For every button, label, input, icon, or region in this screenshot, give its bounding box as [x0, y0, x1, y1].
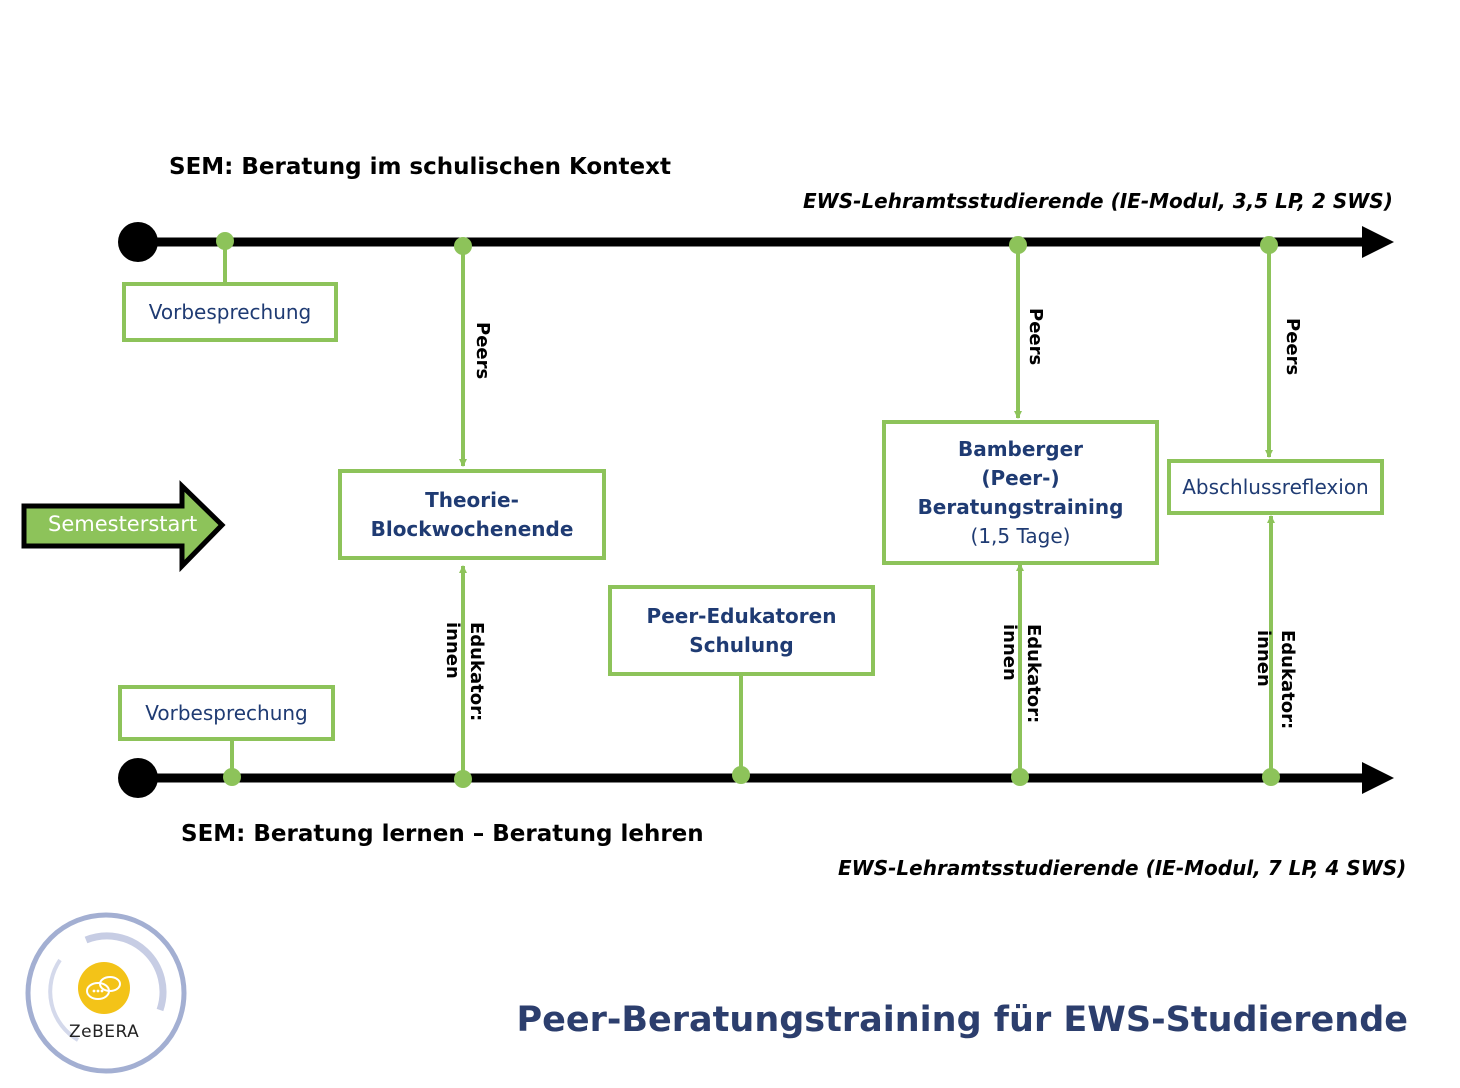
milestone-dot — [454, 770, 472, 788]
semesterstart-arrow — [21, 480, 226, 573]
box-vorbesprechung-top: Vorbesprechung — [122, 282, 338, 342]
milestone-dot — [1009, 236, 1027, 254]
label-line: innen — [999, 624, 1020, 681]
top-track-title: SEM: Beratung im schulischen Kontext — [169, 154, 671, 180]
box-label: Beratungstraining — [917, 494, 1124, 519]
milestone-dot — [216, 232, 234, 250]
box-label: Schulung — [689, 632, 794, 657]
box-theorie-blockwochenende: Theorie- Blockwochenende — [338, 469, 606, 560]
milestone-dot — [223, 768, 241, 786]
box-bamberger-beratungstraining: Bamberger (Peer-) Beratungstraining (1,5… — [882, 420, 1159, 565]
box-label: Abschlussreflexion — [1182, 474, 1369, 499]
label-line: Edukator: — [1277, 630, 1298, 730]
zebera-logo-text: ZeBERA — [69, 1022, 140, 1042]
label-line: innen — [442, 622, 463, 679]
label-line: Edukator: — [466, 622, 487, 722]
box-label: Blockwochenende — [370, 516, 574, 541]
footer-title: Peer-Beratungstraining für EWS-Studieren… — [516, 1000, 1408, 1040]
label-peers: Peers — [1282, 318, 1303, 376]
label-peers: Peers — [1025, 308, 1046, 366]
box-label: Vorbesprechung — [148, 299, 312, 324]
zebera-logo-rings — [25, 912, 187, 1074]
milestone-dot — [1262, 768, 1280, 786]
top-track-subtitle: EWS-Lehramtsstudierende (IE-Modul, 3,5 L… — [803, 189, 1393, 213]
box-label: (1,5 Tage) — [970, 523, 1071, 548]
milestone-dot — [454, 237, 472, 255]
box-label: Vorbesprechung — [145, 700, 308, 725]
box-label: Peer-Edukatoren — [646, 603, 837, 628]
chat-bubbles-icon — [86, 976, 121, 1000]
box-label: Theorie- — [425, 487, 519, 512]
label-edukatorinnen: Edukator: innen — [1251, 630, 1299, 729]
milestone-dot — [1011, 768, 1029, 786]
milestone-dot — [732, 766, 750, 784]
semesterstart-label: Semesterstart — [48, 512, 198, 536]
bottom-timeline — [118, 758, 1394, 798]
box-label: (Peer-) — [981, 465, 1060, 490]
label-peers: Peers — [472, 322, 493, 380]
box-abschlussreflexion: Abschlussreflexion — [1167, 459, 1384, 515]
box-vorbesprechung-bottom: Vorbesprechung — [118, 685, 335, 741]
top-timeline — [118, 222, 1394, 262]
milestone-dot — [1260, 236, 1278, 254]
label-line: Edukator: — [1023, 624, 1044, 724]
box-peer-edukatoren-schulung: Peer-Edukatoren Schulung — [608, 585, 875, 676]
label-line: innen — [1253, 630, 1274, 687]
label-edukatorinnen: Edukator: innen — [440, 622, 488, 721]
bottom-track-title: SEM: Beratung lernen – Beratung lehren — [181, 821, 704, 847]
label-edukatorinnen: Edukator: innen — [997, 624, 1045, 723]
box-label: Bamberger — [957, 436, 1084, 461]
bottom-track-subtitle: EWS-Lehramtsstudierende (IE-Modul, 7 LP,… — [838, 856, 1407, 880]
